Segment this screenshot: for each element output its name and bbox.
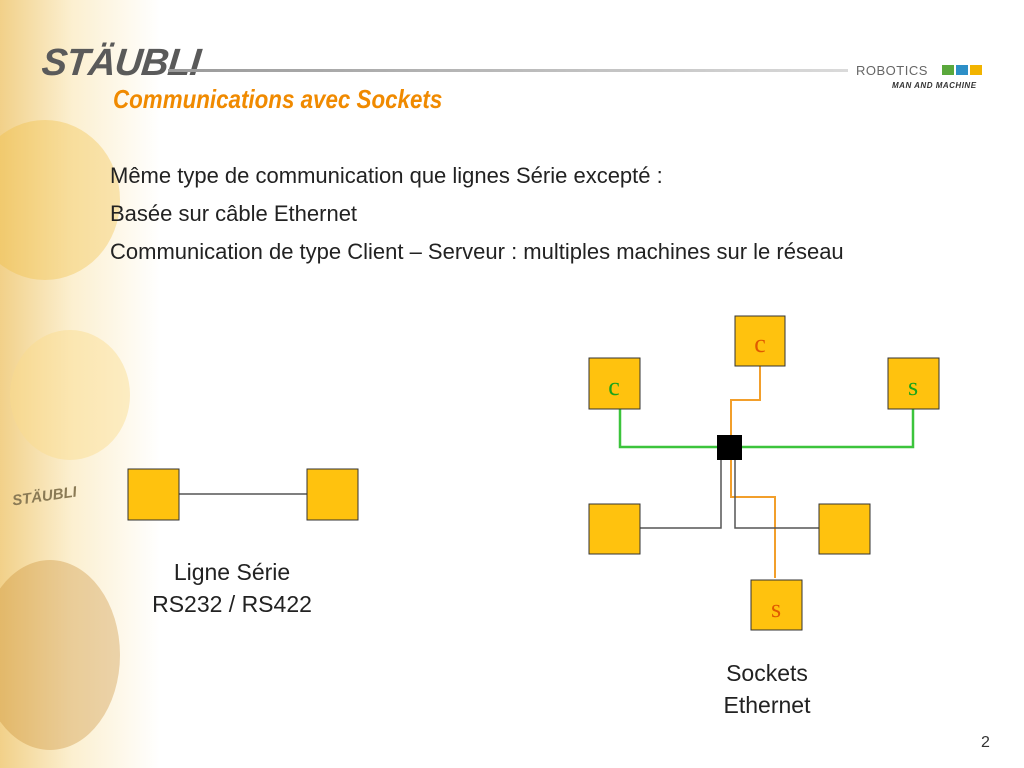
green-connection bbox=[618, 409, 915, 449]
grey-connection-left bbox=[640, 460, 722, 529]
grey-connection-right bbox=[734, 460, 819, 529]
serial-caption-line1: Ligne Série bbox=[173, 559, 291, 585]
socket-caption: Sockets Ethernet bbox=[667, 657, 867, 721]
slide-title: Communications avec Sockets bbox=[113, 84, 443, 114]
robotics-label: ROBOTICS bbox=[856, 63, 928, 78]
node-left-client bbox=[588, 357, 641, 410]
right-server-label: s bbox=[908, 372, 918, 401]
orange-connection bbox=[730, 366, 776, 578]
serial-device-right bbox=[306, 468, 359, 521]
bottom-server-label: s bbox=[771, 594, 781, 623]
top-client-label: c bbox=[754, 329, 766, 358]
node-right-server bbox=[887, 357, 940, 410]
left-client-label: c bbox=[608, 372, 620, 401]
bullet-2: Basée sur câble Ethernet bbox=[110, 201, 358, 226]
socket-diagram: c c s s bbox=[588, 315, 940, 631]
robotics-squares bbox=[942, 65, 982, 75]
node-bottom-right bbox=[818, 503, 871, 555]
node-top-client bbox=[734, 315, 786, 367]
bullet-3: Communication de type Client – Serveur :… bbox=[110, 239, 844, 264]
bullet-list: Même type de communication que lignes Sé… bbox=[110, 160, 980, 274]
socket-caption-line2: Ethernet bbox=[723, 692, 811, 718]
yellow-square-icon bbox=[970, 65, 982, 75]
bullet-1: Même type de communication que lignes Sé… bbox=[110, 163, 663, 188]
serial-device-left bbox=[127, 468, 180, 521]
serial-caption-line2: RS232 / RS422 bbox=[152, 591, 312, 617]
page-number: 2 bbox=[981, 734, 990, 751]
node-bottom-server bbox=[750, 579, 803, 631]
side-decoration: STÄUBLI bbox=[0, 0, 160, 768]
serial-caption: Ligne Série RS232 / RS422 bbox=[132, 556, 332, 620]
tagline: MAN AND MACHINE bbox=[892, 81, 977, 90]
header-divider bbox=[168, 69, 848, 72]
serial-diagram bbox=[127, 468, 359, 521]
network-hub bbox=[717, 435, 742, 460]
node-bottom-left bbox=[588, 503, 641, 555]
socket-caption-line1: Sockets bbox=[726, 660, 808, 686]
green-square-icon bbox=[942, 65, 954, 75]
blue-square-icon bbox=[956, 65, 968, 75]
